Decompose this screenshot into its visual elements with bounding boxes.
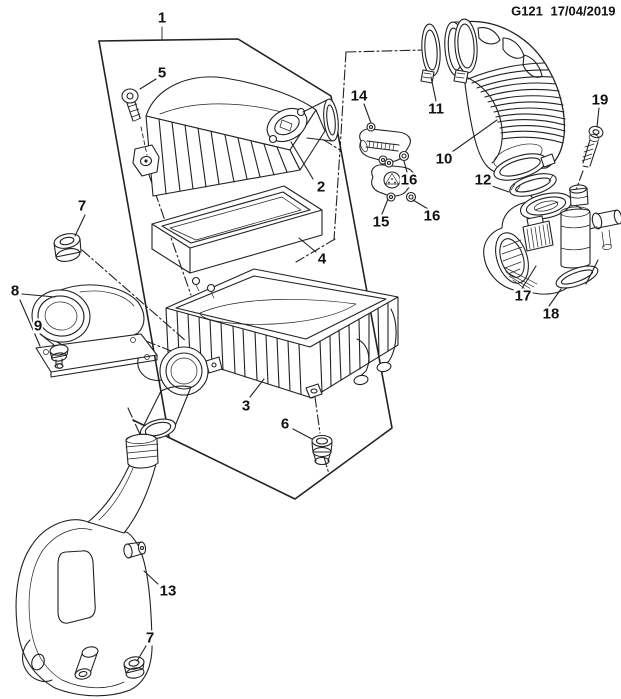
cover-pleats xyxy=(158,118,288,195)
maf-sensor-drawing xyxy=(359,122,411,165)
callout-leader-lines xyxy=(19,76,600,662)
callout-9: 9 xyxy=(32,317,44,335)
callout-2: 2 xyxy=(315,178,327,196)
mounting-stud-drawing xyxy=(49,344,69,369)
air-cleaner-cover-drawing xyxy=(132,76,339,197)
callout-10: 10 xyxy=(434,150,454,168)
callout-3: 3 xyxy=(240,397,252,415)
callout-14: 14 xyxy=(349,87,369,105)
throttle-bolt-drawing xyxy=(581,125,604,168)
hose-corrugations xyxy=(467,27,566,144)
callout-13: 13 xyxy=(158,582,178,600)
callout-17: 17 xyxy=(513,287,533,305)
cover-screw-drawing xyxy=(121,88,148,156)
callout-12: 12 xyxy=(473,171,493,189)
callout-16-b: 16 xyxy=(422,207,442,225)
page-date: 17/04/2019 xyxy=(550,3,616,19)
callout-7-lower: 7 xyxy=(144,629,156,647)
callout-19: 19 xyxy=(590,91,610,109)
callout-16-a: 16 xyxy=(399,171,419,189)
callout-6: 6 xyxy=(279,415,291,433)
callout-8: 8 xyxy=(9,282,21,300)
sensor-screws-drawing xyxy=(398,150,417,203)
callout-4: 4 xyxy=(316,250,328,268)
air-cleaner-housing-drawing xyxy=(137,268,399,440)
intake-hose-drawing xyxy=(444,20,566,181)
throttle-body-drawing xyxy=(483,184,621,295)
callout-18: 18 xyxy=(541,305,561,323)
callout-1: 1 xyxy=(156,9,168,27)
filter-element-drawing xyxy=(151,185,323,274)
rubber-mount-lower-drawing xyxy=(123,656,145,679)
hose-clamps-drawing xyxy=(420,18,478,84)
housing-grommet-drawing xyxy=(311,434,333,466)
rubber-mount-upper-drawing xyxy=(53,233,82,262)
callout-7-upper: 7 xyxy=(76,197,88,215)
intake-duct-drawing xyxy=(31,284,158,378)
callout-5: 5 xyxy=(156,64,168,82)
callout-11: 11 xyxy=(427,100,445,118)
hose-seal-drawing xyxy=(509,173,557,197)
page-group-code: G121 xyxy=(511,3,543,19)
assembly-boundary-outline xyxy=(98,26,393,500)
resonator-tank-drawing xyxy=(15,433,159,697)
callout-15: 15 xyxy=(371,213,391,231)
